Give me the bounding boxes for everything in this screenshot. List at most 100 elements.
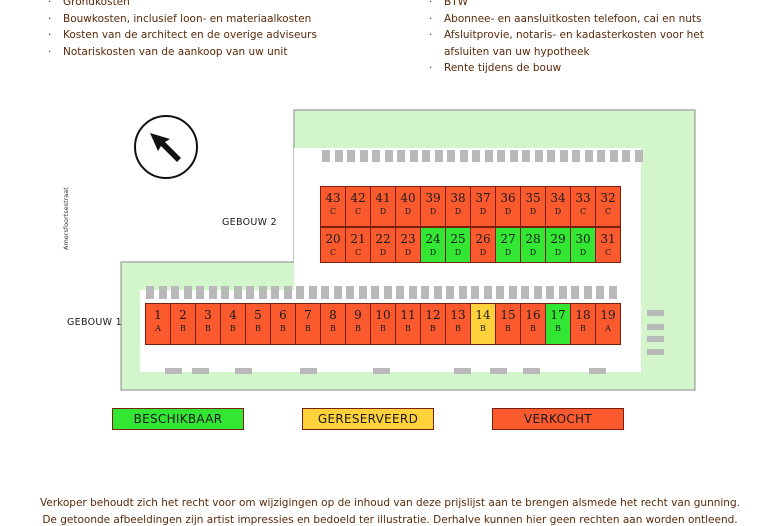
- legend-reserved: GERESERVEERD: [302, 408, 434, 430]
- unit-number: 38: [450, 191, 466, 205]
- unit-type: D: [429, 207, 437, 216]
- parking-spot: [397, 150, 405, 162]
- parking-spot: [422, 150, 430, 162]
- parking-spot: [597, 150, 605, 162]
- parking-spot: [458, 286, 467, 299]
- unit-number: 34: [550, 191, 566, 205]
- unit-type: B: [530, 324, 536, 333]
- parking-spot: [583, 286, 592, 299]
- legend-sold-label: VERKOCHT: [524, 412, 592, 426]
- unit-number: 40: [400, 191, 416, 205]
- unit-number: 4: [229, 308, 237, 322]
- parking-spot: [471, 286, 479, 299]
- parking-spot: [421, 286, 429, 299]
- parking-spot: [533, 286, 542, 299]
- parking-spot: [334, 150, 343, 162]
- unit-type: D: [479, 207, 487, 216]
- unit-number: 43: [325, 191, 341, 205]
- unit-number: 21: [350, 232, 366, 246]
- unit-number: 20: [325, 232, 341, 246]
- unit-number: 30: [575, 232, 591, 246]
- parking-spot: [359, 150, 368, 162]
- unit-type: B: [330, 324, 336, 333]
- unit-type: B: [255, 324, 261, 333]
- cost-item: BTW: [427, 0, 704, 11]
- parking-spot: [484, 150, 493, 162]
- parking-spot: [459, 150, 468, 162]
- unit-type: B: [405, 324, 411, 333]
- parking-spot: [559, 150, 568, 162]
- parking-spot: [433, 286, 442, 299]
- unit-number: 26: [475, 232, 491, 246]
- unit-type: D: [554, 207, 562, 216]
- parking-spot: [608, 286, 617, 299]
- parking-spot: [258, 286, 267, 299]
- parking-spot: [584, 150, 593, 162]
- unit-type: B: [380, 324, 386, 333]
- legend-reserved-label: GERESERVEERD: [317, 412, 419, 426]
- unit-number: 17: [550, 308, 566, 322]
- parking-spot: [572, 150, 580, 162]
- parking-spot: [221, 286, 229, 299]
- unit-number: 12: [425, 308, 441, 322]
- unit-number: 15: [500, 308, 516, 322]
- cost-item: Notariskosten van de aankoop van uw unit: [46, 44, 317, 61]
- parking-spot: [396, 286, 404, 299]
- parking-spot: [192, 368, 209, 374]
- parking-spot: [508, 286, 517, 299]
- cost-item-continued: afsluiten van uw hypotheek: [444, 45, 590, 58]
- cost-item: Grondkosten: [46, 0, 317, 11]
- unit-number: 16: [525, 308, 541, 322]
- parking-spot: [235, 368, 252, 374]
- parking-spot: [333, 286, 342, 299]
- unit-type: A: [605, 324, 611, 333]
- parking-spot: [246, 286, 254, 299]
- unit-number: 39: [425, 191, 441, 205]
- unit-type: C: [329, 207, 337, 216]
- parking-spot: [497, 150, 505, 162]
